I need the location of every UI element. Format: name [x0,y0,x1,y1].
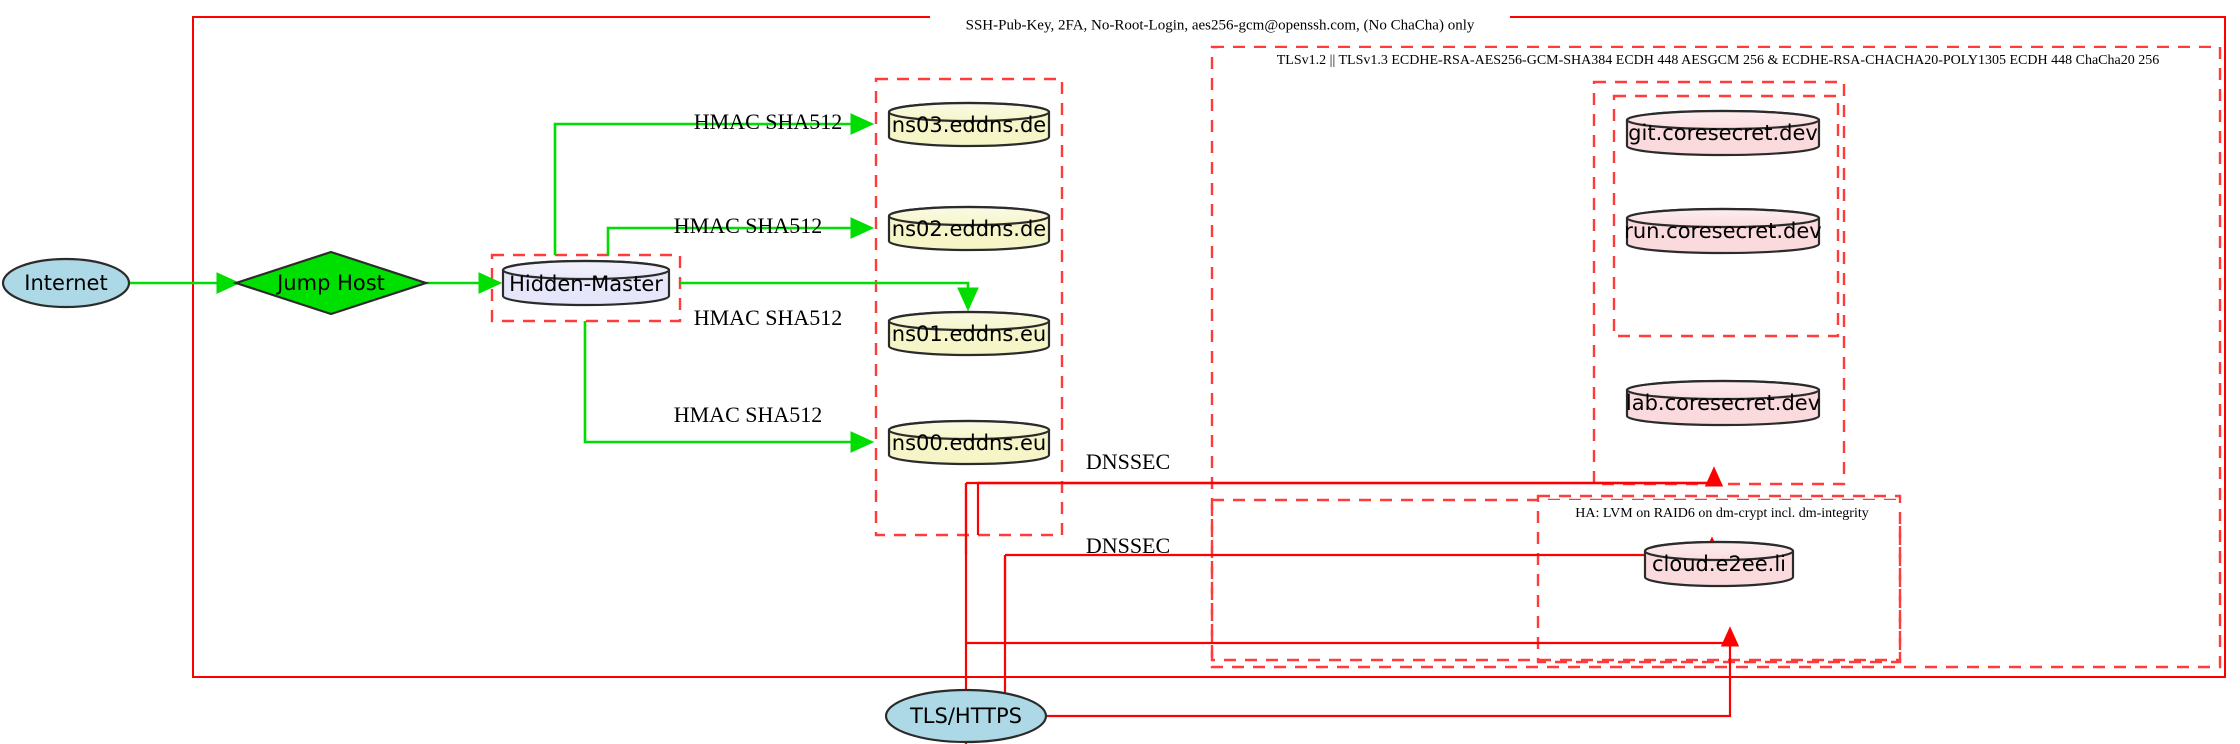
edge-label-hmac-ns03: HMAC SHA512 [694,109,843,134]
cloud-cylinder-top [1643,540,1795,562]
lab-cylinder-top [1625,379,1821,401]
jump-host-label: Jump Host [275,271,385,295]
cluster-tls-label-bg [1218,48,2218,68]
cluster-ssh-border [192,16,2226,678]
edge-label-hmac-ns01: HMAC SHA512 [694,305,843,330]
internet-label: Internet [24,271,107,295]
lab-label: lab.coresecret.dev [1626,391,1820,415]
cluster-ha-label: HA: LVM on RAID6 on dm-crypt incl. dm-in… [1575,506,1868,521]
internet-ellipse[interactable] [1,257,131,309]
node-lab-coresecret[interactable]: lab.coresecret.dev [1625,379,1821,427]
node-ns03[interactable]: ns03.eddns.de [887,101,1051,148]
git-cylinder-top [1625,109,1821,131]
jump-host-diamond[interactable] [232,250,430,316]
cluster-ha-label-bg [1544,500,1904,520]
cloud-label: cloud.e2ee.li [1652,552,1786,576]
node-ns02[interactable]: ns02.eddns.de [887,205,1051,252]
cluster-nameservers-border [874,77,1064,537]
cluster-cloud-border [1536,494,1902,664]
run-label: run.coresecret.dev [1624,219,1822,243]
ns02-label: ns02.eddns.de [892,217,1046,241]
node-hidden-master[interactable]: Hidden-Master [501,259,671,307]
cluster-ssh: SSH-Pub-Key, 2FA, No-Root-Login, aes256-… [192,6,2226,678]
edge-hidden-master-ns03 [553,124,870,255]
cluster-ssh-label: SSH-Pub-Key, 2FA, No-Root-Login, aes256-… [966,17,1475,33]
ns02-cylinder-top [887,205,1051,227]
ns00-label: ns00.eddns.eu [892,431,1046,455]
edge-labels: HMAC SHA512 HMAC SHA512 HMAC SHA512 HMAC… [674,109,1170,558]
ns03-label: ns03.eddns.de [892,113,1046,137]
node-jump-host[interactable]: Jump Host [232,250,430,316]
hidden-master-cylinder-top [501,259,671,281]
edge-label-dnssec-lower: DNSSEC [1086,533,1170,558]
tls-https-ellipse[interactable] [884,688,1048,744]
cluster-tls-border [1210,45,2222,669]
git-label: git.coresecret.dev [1628,121,1818,145]
edge-hidden-master-ns02 [606,228,870,255]
ns01-cylinder-top [887,310,1051,332]
edge-label-hmac-ns02: HMAC SHA512 [674,213,823,238]
node-ns01[interactable]: ns01.eddns.eu [887,310,1051,357]
cluster-ssh-label-bg [930,6,1510,28]
cluster-coresecret-inner-border [1612,94,1840,338]
cluster-nameservers [874,77,1064,537]
run-cylinder-top [1625,207,1821,229]
node-cloud-e2ee[interactable]: cloud.e2ee.li [1643,540,1795,588]
edge-tls-right-run [1046,646,1732,718]
edge-hidden-master-ns01 [680,281,968,307]
ns00-cylinder-top [887,419,1051,441]
ns03-cylinder-top [887,101,1051,123]
cluster-tls: TLSv1.2 || TLSv1.3 ECDHE-RSA-AES256-GCM-… [1210,45,2222,669]
edge-hidden-master-ns00 [583,321,870,442]
node-git-coresecret[interactable]: git.coresecret.dev [1625,109,1821,157]
edge-label-dnssec-upper: DNSSEC [1086,449,1170,474]
edge-label-hmac-ns00: HMAC SHA512 [674,402,823,427]
tls-https-label: TLS/HTTPS [909,704,1022,728]
cluster-coresecret-inner [1612,94,1840,338]
node-tls-https[interactable]: TLS/HTTPS [884,688,1048,744]
green-edges [128,124,968,442]
node-internet[interactable]: Internet [1,257,131,309]
cluster-ha-border [1210,498,1902,662]
node-run-coresecret[interactable]: run.coresecret.dev [1624,207,1822,255]
node-ns00[interactable]: ns00.eddns.eu [887,419,1051,466]
cluster-ha: HA: LVM on RAID6 on dm-crypt incl. dm-in… [1210,494,1904,664]
ns01-label: ns01.eddns.eu [892,322,1046,346]
cluster-tls-label: TLSv1.2 || TLSv1.3 ECDHE-RSA-AES256-GCM-… [1277,53,2159,68]
hidden-master-label: Hidden-Master [509,272,663,296]
